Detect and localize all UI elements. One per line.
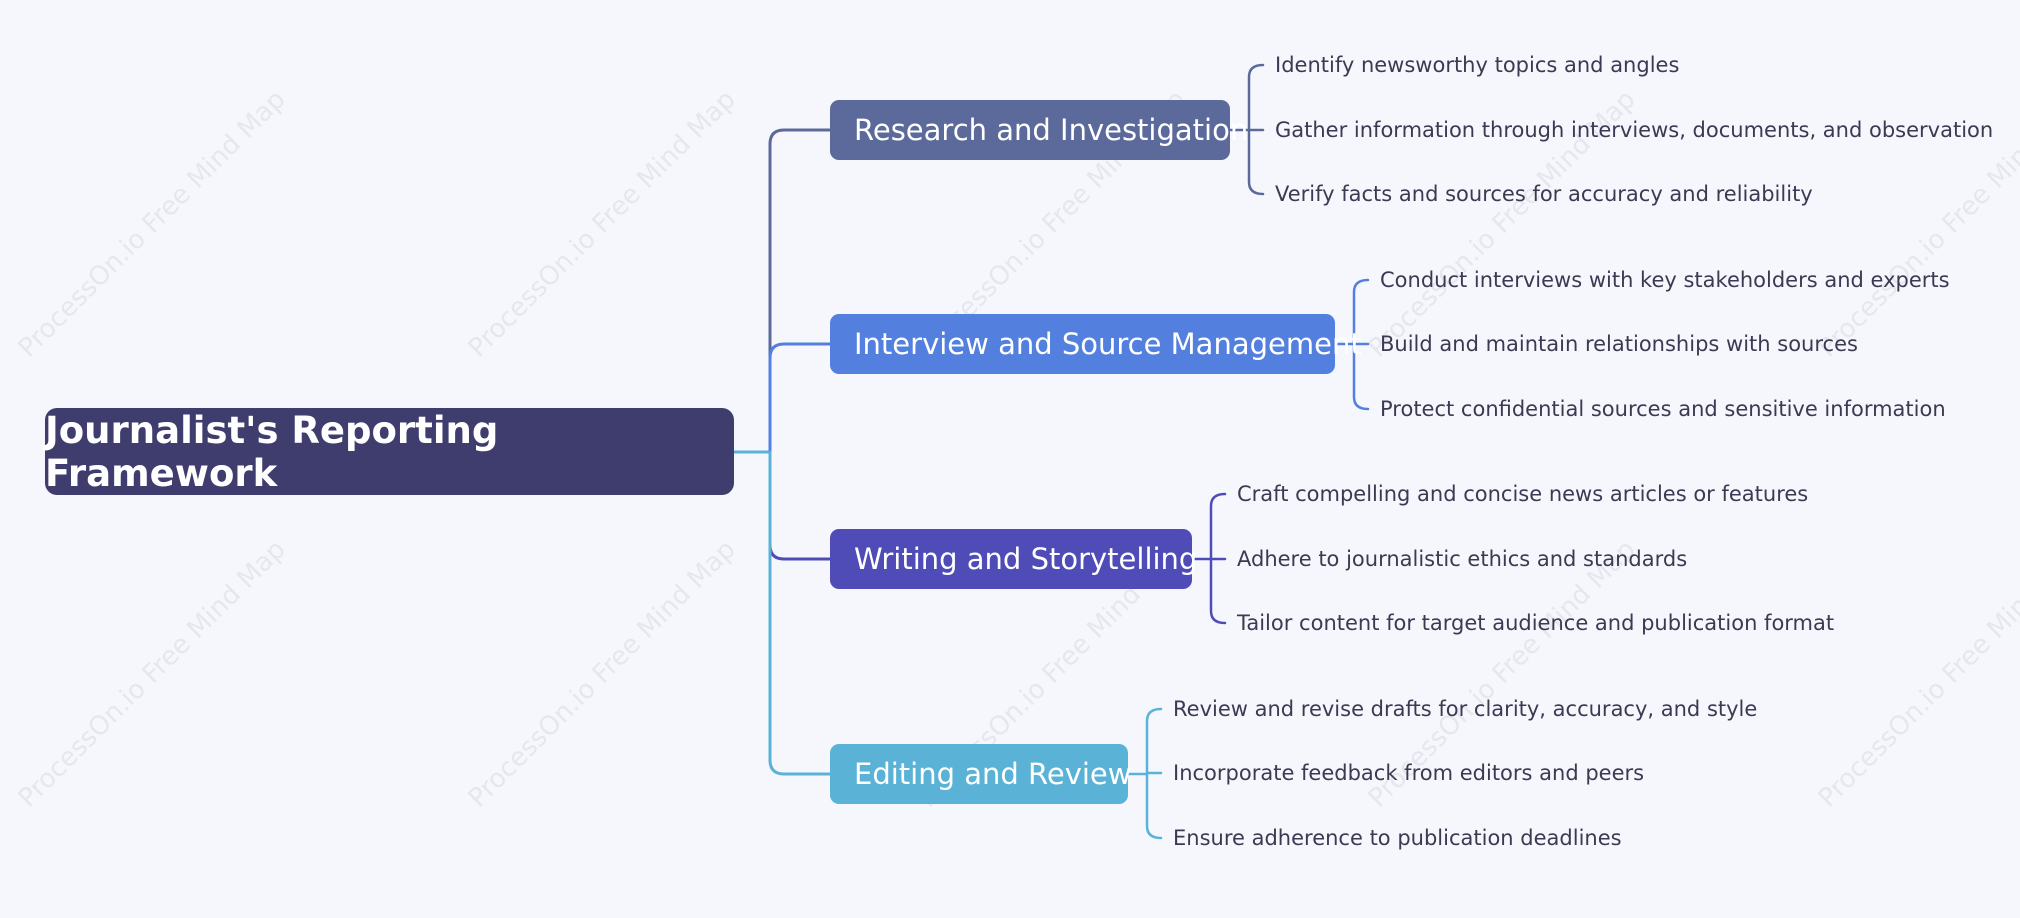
leaf-node[interactable]: Craft compelling and concise news articl… [1237, 482, 1809, 506]
branch-connector [768, 128, 832, 454]
branch-connector [768, 450, 832, 776]
leaf-node[interactable]: Tailor content for target audience and p… [1237, 611, 1835, 635]
leaf-node[interactable]: Adhere to journalistic ethics and standa… [1237, 547, 1688, 571]
branch-node-writing[interactable]: Writing and Storytelling [830, 529, 1197, 589]
leaf-node[interactable]: Build and maintain relationships with so… [1380, 332, 1858, 356]
leaf-node[interactable]: Incorporate feedback from editors and pe… [1173, 761, 1645, 785]
branch-node-research[interactable]: Research and Investigation [830, 100, 1248, 160]
leaf-node[interactable]: Ensure adherence to publication deadline… [1173, 826, 1622, 850]
branch-connector [768, 342, 832, 454]
leaf-node[interactable]: Gather information through interviews, d… [1275, 118, 1994, 142]
leaf-node[interactable]: Conduct interviews with key stakeholders… [1380, 268, 1950, 292]
branch-node-editing[interactable]: Editing and Review [830, 744, 1131, 804]
branch-connector [768, 450, 832, 561]
leaf-node[interactable]: Review and revise drafts for clarity, ac… [1173, 697, 1758, 721]
branch-node-interview[interactable]: Interview and Source Management [830, 314, 1362, 374]
leaf-node[interactable]: Protect confidential sources and sensiti… [1380, 397, 1946, 421]
root-node[interactable]: Journalist's Reporting Framework [45, 408, 734, 495]
leaf-node[interactable]: Identify newsworthy topics and angles [1275, 53, 1680, 77]
leaf-node[interactable]: Verify facts and sources for accuracy an… [1275, 182, 1813, 206]
